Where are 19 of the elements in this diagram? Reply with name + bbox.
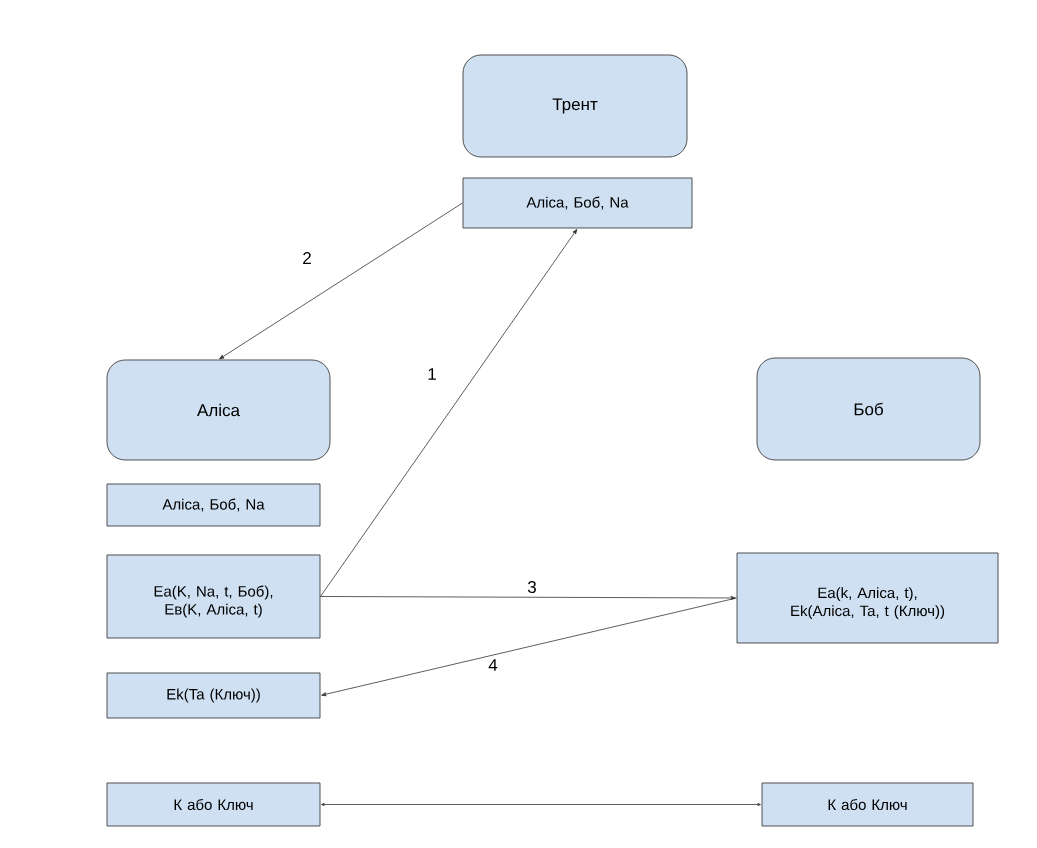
message-box: Ek(Ta (Ключ)) [106,672,321,719]
arrow [321,803,761,806]
edge-label: 2 [301,251,313,265]
arrow [320,595,736,600]
message-box: Аліса, Боб, Na [462,177,693,229]
message-box: Ea(K, Na, t, Боб), Eв(K, Аліса, t) [106,554,321,639]
edge-label: 4 [487,658,499,672]
message-box: Аліса, Боб, Na [106,483,321,527]
arrow [321,597,737,697]
message-box: К або Ключ [761,782,974,827]
message-box: Ea(k, Аліса, t), Ek(Аліса, Ta, t (Ключ)) [736,552,999,644]
edge-label: 3 [526,580,538,594]
rounded-box: Аліса [106,359,331,461]
rounded-box: Трент [462,54,688,158]
arrow [219,202,463,360]
rounded-box: Боб [756,357,981,461]
arrow [320,229,578,597]
message-box: К або Ключ [106,782,321,827]
edge-label: 1 [426,367,438,381]
